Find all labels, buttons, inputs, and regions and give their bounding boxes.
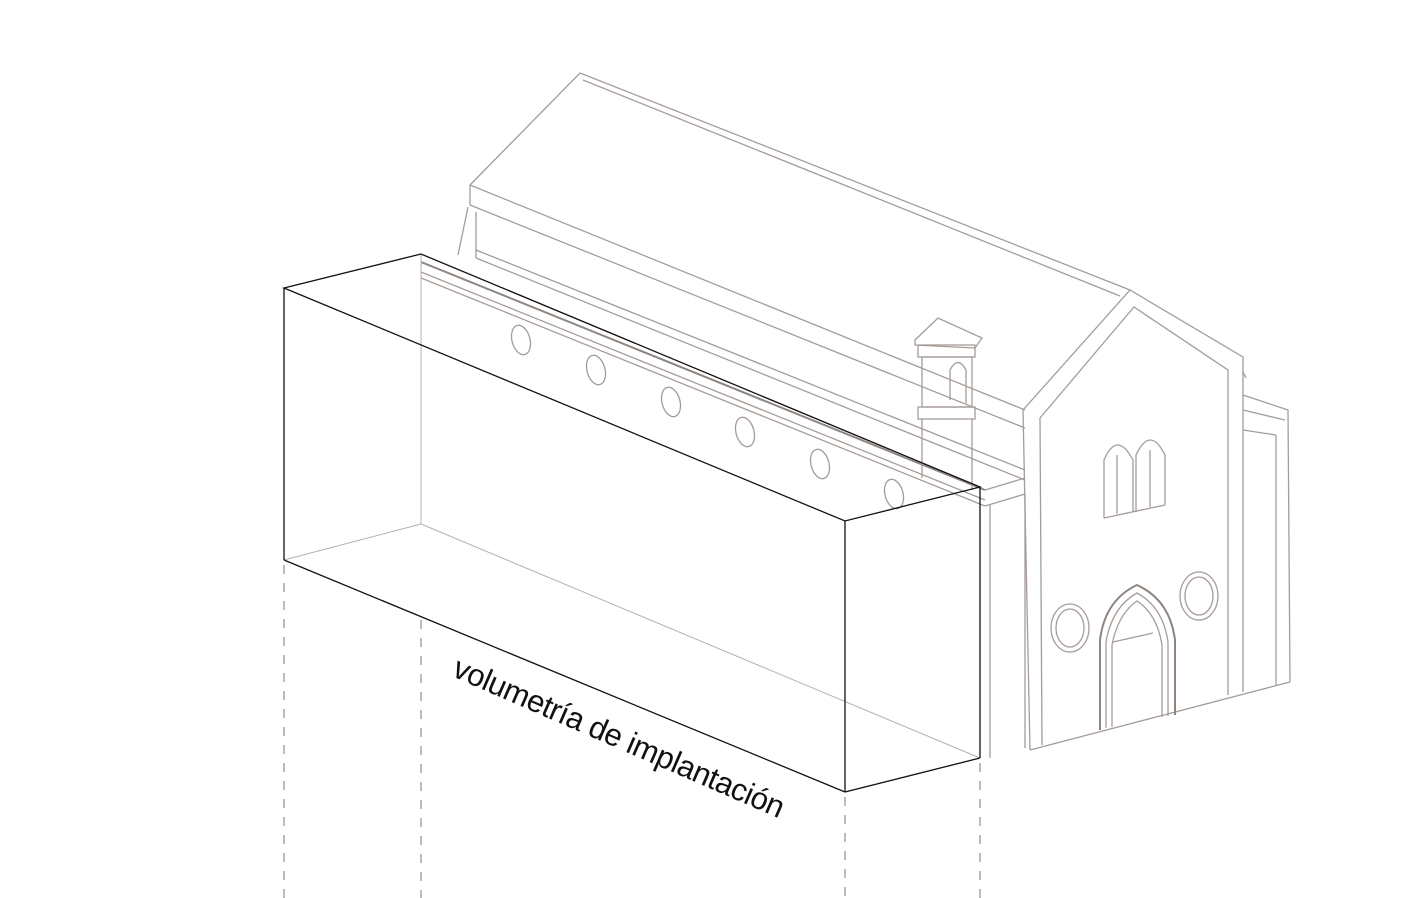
projection-guides bbox=[283, 565, 981, 898]
implantation-volume bbox=[281, 253, 983, 793]
church-building bbox=[420, 72, 1291, 758]
main-facade bbox=[1022, 289, 1291, 751]
bell-gable bbox=[914, 317, 983, 490]
side-oculi bbox=[510, 324, 905, 510]
